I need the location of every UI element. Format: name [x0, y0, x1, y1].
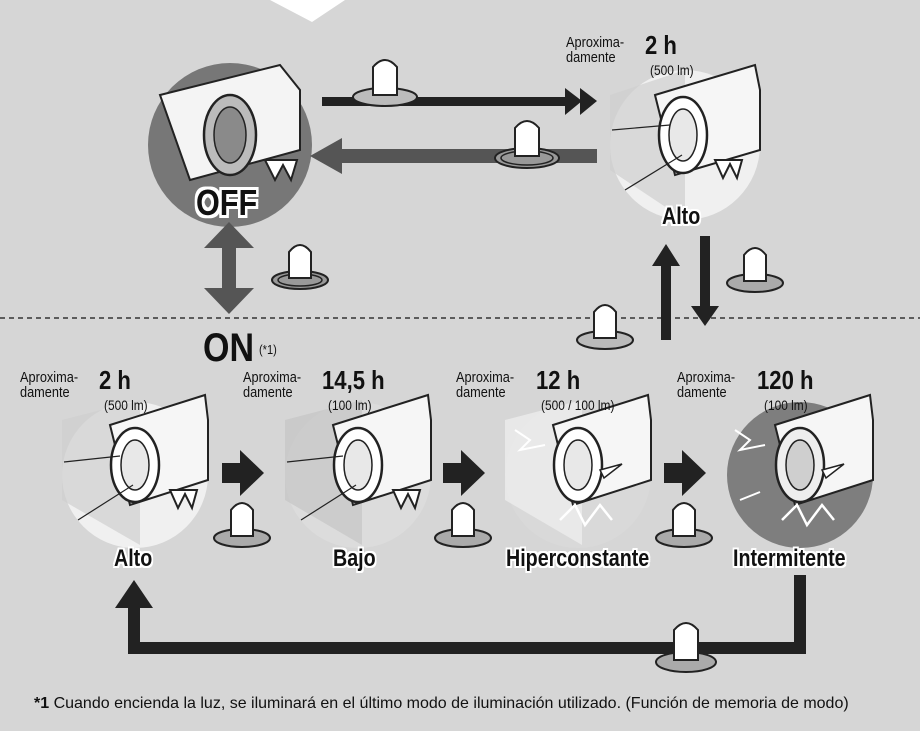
press-button-long-icon: [494, 120, 560, 169]
on-label: ON: [203, 326, 254, 370]
footnote-text: Cuando encienda la luz, se iluminará en …: [53, 695, 849, 712]
off-label: OFF: [196, 182, 258, 223]
flashlight-intermitente-icon: [727, 393, 874, 548]
top-alto-lumen: (500 lm): [650, 62, 694, 78]
mode-bajo-hours: 14,5 h: [322, 365, 385, 395]
top-alto-mode: Alto: [662, 203, 701, 230]
mode-alto-label: Alto: [114, 545, 153, 572]
arrow-hiper-to-intermitente: [664, 450, 706, 496]
arrow-bajo-to-hiper: [443, 450, 485, 496]
approx-label: Aproxima-: [243, 369, 302, 386]
arrow-down-from-top-alto: [691, 236, 719, 326]
mode-hiper-label: Hiperconstante: [506, 545, 650, 572]
press-button-icon: [655, 622, 717, 673]
on-note-marker: (*1): [259, 342, 277, 357]
approx-label: Aproxima-: [566, 34, 625, 51]
flashlight-bajo-icon: [285, 393, 432, 548]
press-button-icon: [655, 502, 713, 548]
mode-intermitente-label: Intermitente: [733, 545, 846, 572]
approx-label-2: damente: [456, 384, 506, 401]
arrow-off-to-alto: [322, 88, 597, 115]
flashlight-hiperconstante-icon: [505, 393, 652, 548]
approx-label-2: damente: [566, 49, 616, 66]
arrow-off-on-double: [204, 222, 254, 314]
top-notch: [270, 0, 345, 22]
approx-label: Aproxima-: [456, 369, 515, 386]
mode-alto-lumen: (500 lm): [104, 397, 148, 413]
approx-label: Aproxima-: [677, 369, 736, 386]
press-button-icon: [434, 502, 492, 548]
footnote-marker: *1: [34, 695, 50, 712]
footnote: *1 Cuando encienda la luz, se iluminará …: [34, 695, 849, 713]
approx-label-2: damente: [20, 384, 70, 401]
flashlight-off-icon: [148, 63, 312, 227]
arrow-loop-back: [115, 575, 806, 654]
mode-intermitente-hours: 120 h: [757, 365, 814, 395]
flashlight-alto-icon: [62, 393, 209, 548]
press-button-icon: [576, 304, 634, 350]
arrow-up-to-top-alto: [652, 244, 680, 340]
press-button-icon: [726, 247, 784, 293]
mode-hiper-hours: 12 h: [536, 365, 581, 395]
mode-hiper-lumen: (500 / 100 lm): [541, 397, 615, 413]
approx-label-2: damente: [677, 384, 727, 401]
press-button-long-icon: [271, 244, 329, 290]
mode-alto-hours: 2 h: [99, 365, 131, 395]
mode-bajo-label: Bajo: [333, 545, 376, 572]
mode-intermitente-lumen: (100 lm): [764, 397, 808, 413]
flashlight-top-alto-icon: [610, 63, 761, 220]
press-button-icon: [352, 59, 418, 107]
top-alto-hours: 2 h: [645, 30, 677, 60]
arrow-alto-to-bajo: [222, 450, 264, 496]
press-button-icon: [213, 502, 271, 548]
approx-label-2: damente: [243, 384, 293, 401]
approx-label: Aproxima-: [20, 369, 79, 386]
mode-bajo-lumen: (100 lm): [328, 397, 372, 413]
